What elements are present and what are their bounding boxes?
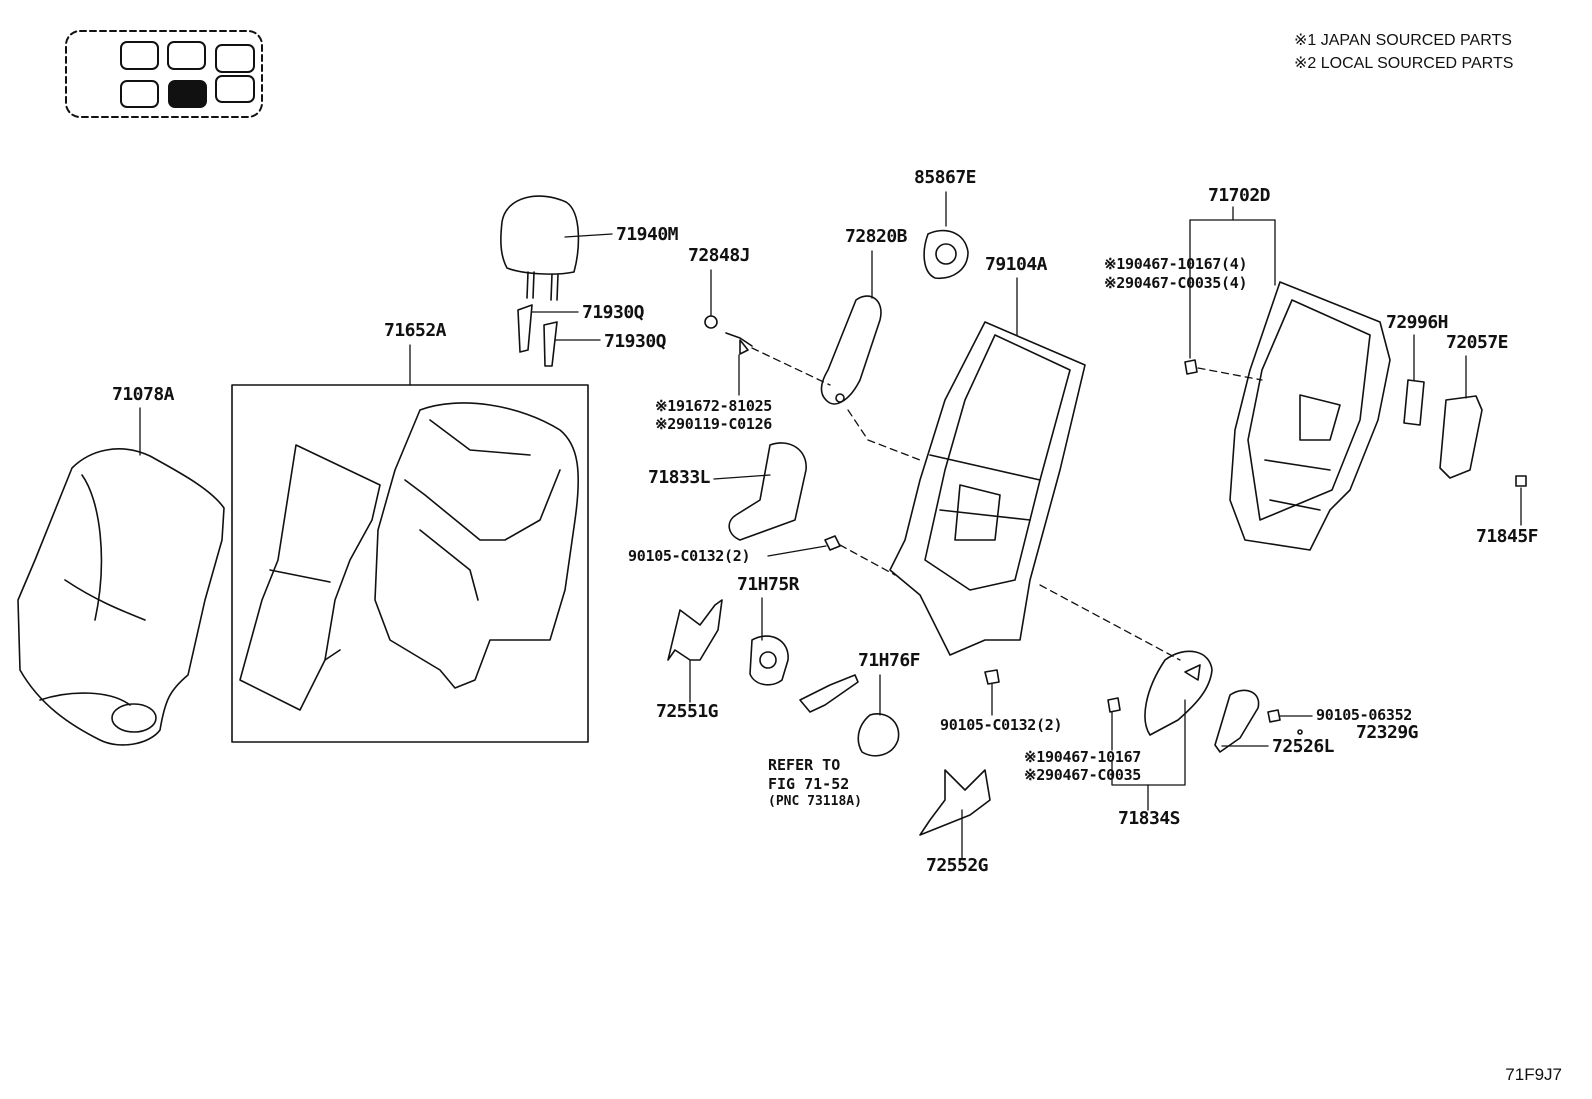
lever-71H76F: [799, 674, 900, 757]
bracket-72552G: [919, 769, 991, 859]
headrest-71940M: [500, 195, 613, 301]
fastener-label-90105-C0132-lower[interactable]: 90105-C0132(2): [940, 716, 1063, 734]
part-71845F: [1515, 475, 1527, 526]
part-label-72057E[interactable]: 72057E: [1446, 332, 1509, 353]
knob-72526L: [1214, 689, 1313, 753]
reference-line-1: REFER TO: [768, 756, 841, 774]
seat-frame-79104A: [889, 277, 1086, 656]
fastener-label-90105-C0132-upper[interactable]: 90105-C0132(2): [628, 547, 751, 565]
assembly-box-71652A: [231, 344, 589, 743]
part-72996H: [1403, 334, 1425, 426]
back-board-71702D: [1184, 206, 1391, 551]
cap-72848J: [704, 269, 831, 396]
legend-japan-sourced: ※1 JAPAN SOURCED PARTS: [1294, 32, 1512, 49]
reference-note[interactable]: REFER TO FIG 71-52 (PNC 73118A): [768, 756, 862, 810]
part-label-71940M[interactable]: 71940M: [616, 224, 679, 245]
legend: ※1 JAPAN SOURCED PARTS ※2 LOCAL SOURCED …: [1294, 29, 1513, 75]
part-label-71833L[interactable]: 71833L: [648, 467, 711, 488]
fastener-label-190467-10167-4[interactable]: ※190467-10167(4): [1104, 255, 1248, 273]
part-label-71652A[interactable]: 71652A: [384, 320, 447, 341]
cover-72820B: [820, 250, 921, 461]
part-72057E: [1439, 355, 1483, 479]
seat-back-cover-71078A: [17, 407, 225, 746]
bracket-72551G: [667, 599, 723, 703]
reference-line-3: (PNC 73118A): [768, 794, 862, 809]
part-label-72526L[interactable]: 72526L: [1272, 736, 1335, 757]
reference-line-2: FIG 71-52: [768, 775, 850, 793]
fastener-label-290467-C0035-4[interactable]: ※290467-C0035(4): [1104, 274, 1248, 292]
fastener-label-190467-10167[interactable]: ※190467-10167: [1024, 748, 1142, 766]
part-label-71834S[interactable]: 71834S: [1118, 808, 1181, 829]
part-label-71930Q-lower[interactable]: 71930Q: [604, 331, 667, 352]
part-label-71930Q-upper[interactable]: 71930Q: [582, 302, 645, 323]
legend-local-sourced: ※2 LOCAL SOURCED PARTS: [1294, 55, 1514, 72]
seat-locator-icon: [65, 30, 263, 118]
fastener-label-191672-81025[interactable]: ※191672-81025: [655, 397, 773, 415]
screw-90105-C0132: [767, 535, 1000, 716]
part-label-71H76F[interactable]: 71H76F: [858, 650, 921, 671]
part-71H75R: [749, 597, 789, 686]
fastener-label-290467-C0035[interactable]: ※290467-C0035: [1024, 766, 1142, 784]
part-label-72848J[interactable]: 72848J: [688, 245, 751, 266]
part-label-71078A[interactable]: 71078A: [112, 384, 175, 405]
part-label-72820B[interactable]: 72820B: [845, 226, 908, 247]
part-label-71845F[interactable]: 71845F: [1476, 526, 1539, 547]
part-label-72329G[interactable]: 72329G: [1356, 722, 1419, 743]
part-label-72996H[interactable]: 72996H: [1386, 312, 1449, 333]
part-label-85867E[interactable]: 85867E: [914, 167, 977, 188]
fastener-label-90105-06352[interactable]: 90105-06352: [1316, 706, 1413, 724]
fastener-label-290119-C0126[interactable]: ※290119-C0126: [655, 415, 773, 433]
part-label-71702D[interactable]: 71702D: [1208, 185, 1271, 206]
figure-id: 71F9J7: [1505, 1065, 1562, 1084]
part-label-79104A[interactable]: 79104A: [985, 254, 1048, 275]
cover-71834S: [1107, 650, 1213, 811]
headrest-support-71930Q: [517, 304, 601, 367]
part-label-71H75R[interactable]: 71H75R: [737, 574, 800, 595]
part-label-72552G[interactable]: 72552G: [926, 855, 989, 876]
bezel-71833L: [713, 442, 807, 541]
part-85867E: [923, 191, 969, 279]
part-label-72551G[interactable]: 72551G: [656, 701, 719, 722]
